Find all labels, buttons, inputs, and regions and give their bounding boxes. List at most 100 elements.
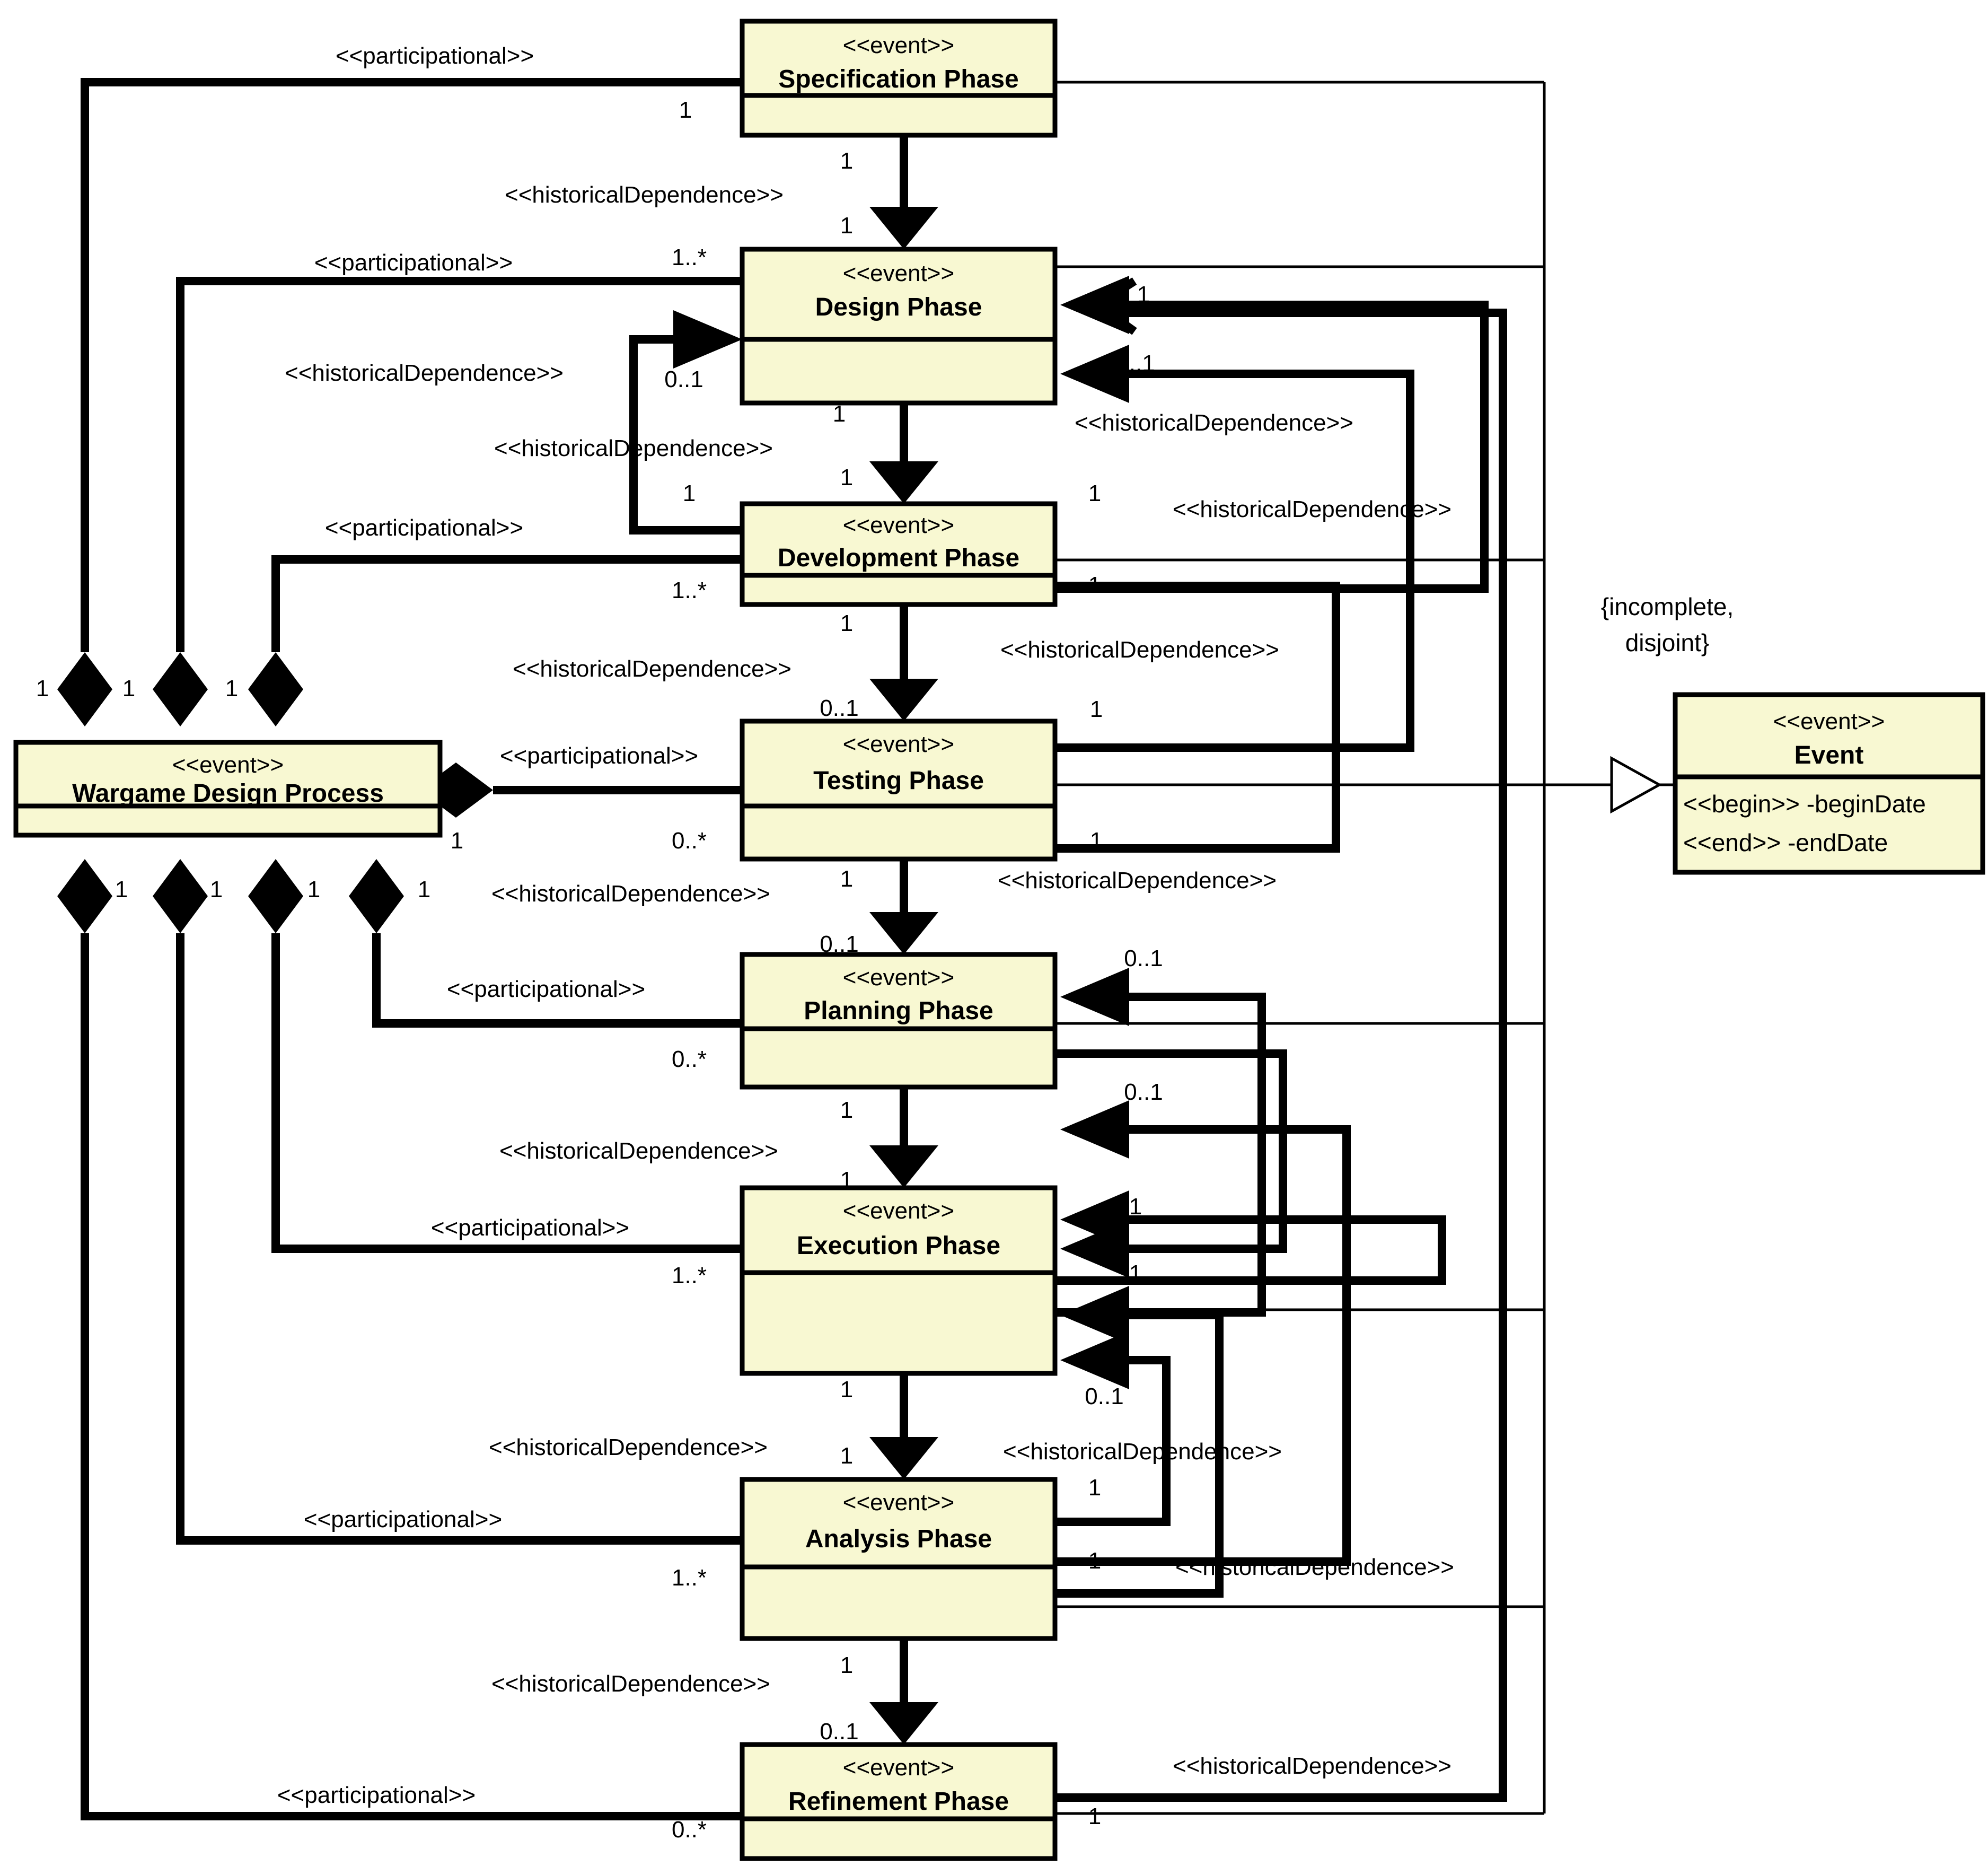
historical-dependence-label-8: <<historicalDependence>> [998,868,1277,893]
multiplicity-m26: 1 [840,1167,853,1193]
multiplicity-m6: 1 [1137,282,1150,308]
historical-dependence-label-0: <<historicalDependence>> [505,182,784,208]
multiplicity-m27: 1 [1129,1194,1142,1220]
participational-label-6: <<participational>> [304,1506,502,1532]
multiplicity-m20: 1 [840,866,853,892]
historical-dependence-label-11: <<historicalDependence>> [1003,1439,1282,1465]
multiplicity-m4: 1..* [672,244,707,270]
class-stereotype: <<event>> [843,731,954,757]
multiplicity-m43: 1 [115,877,128,903]
composition-diamond [57,652,112,726]
constraint-line-2: disjoint} [1625,629,1710,656]
class-stereotype: <<event>> [843,1198,954,1224]
class-stereotype: <<event>> [843,1755,954,1781]
class-stereotype: <<event>> [843,965,954,991]
historical-dependence-label-5: <<historicalDependence>> [513,656,791,682]
historical-dependence-label-9: <<historicalDependence>> [499,1138,778,1164]
composition-diamond [248,859,303,933]
multiplicity-m5: 0..1 [664,366,703,392]
sequential-dependence-arrows [869,135,938,1745]
historical-dependence-label-4: <<historicalDependence>> [1173,496,1452,522]
class-wargame-design-process[interactable]: <<event>> Wargame Design Process [13,740,443,838]
composition-diamond [349,859,404,933]
class-refinement-phase[interactable]: <<event>> Refinement Phase [740,1742,1058,1861]
class-planning-phase[interactable]: <<event>> Planning Phase [740,952,1058,1090]
historical-dependence-label-3: <<historicalDependence>> [1075,410,1353,436]
multiplicity-m24: 0..1 [1124,1079,1163,1105]
composition-diamond [248,652,303,726]
multiplicity-m41: 1 [122,676,135,702]
historical-dependence-label-14: <<historicalDependence>> [1173,1753,1452,1779]
historical-dependence-label-2: <<historicalDependence>> [494,435,773,461]
multiplicity-m28: 1..* [672,1263,707,1289]
multiplicity-labels: 1 1 1 1..* 0..1 1 0..1 1 1 1 1 1..* 1 1 0..1 1 1 0..* 1 1 0.… [36,97,1163,1843]
class-testing-phase[interactable]: <<event>> Testing Phase [740,719,1058,862]
historical-dependence-label-1: <<historicalDependence>> [285,360,564,386]
multiplicity-m7: 0..1 [1116,351,1155,376]
class-development-phase[interactable]: <<event>> Development Phase [740,501,1058,607]
multiplicity-m2: 1 [840,148,853,174]
multiplicity-m40: 1 [36,676,49,702]
multiplicity-m37: 0..1 [820,1719,858,1745]
multiplicity-m31: 0..1 [1085,1383,1123,1409]
multiplicity-m38: 1 [1088,1803,1101,1829]
multiplicity-m36: 1 [840,1652,853,1678]
composition-diamond [57,859,112,933]
multiplicity-m3: 1 [840,213,853,239]
multiplicity-m30: 1 [840,1377,853,1403]
multiplicity-m22: 0..1 [1124,945,1163,971]
historical-dependence-label-12: <<historicalDependence>> [1175,1554,1454,1580]
multiplicity-m18: 0..* [672,828,707,854]
class-analysis-phase[interactable]: <<event>> Analysis Phase [740,1477,1058,1641]
class-name: Analysis Phase [805,1525,992,1553]
generalization-arrowhead [1610,756,1662,814]
multiplicity-m12: 1..* [672,577,707,603]
class-name: Wargame Design Process [72,779,384,808]
class-name: Planning Phase [804,997,993,1025]
historical-dependence-label-10: <<historicalDependence>> [489,1434,768,1460]
participational-label-7: <<participational>> [277,1782,476,1808]
multiplicity-m11: 1 [1088,480,1101,506]
participational-associations [57,78,742,1820]
multiplicity-m34: 1..* [672,1565,707,1591]
historical-dependence-label-13: <<historicalDependence>> [491,1671,770,1697]
composition-diamond [153,859,208,933]
multiplicity-m29: 1 [1129,1260,1142,1286]
historical-dependence-label-7: <<historicalDependence>> [491,881,770,907]
class-name: Testing Phase [813,767,984,795]
class-attribute-end: <<end>> -endDate [1683,829,1888,856]
participational-labels: <<participational>> <<participational>> <<… [277,43,698,1808]
class-specification-phase[interactable]: <<event>> Specification Phase [740,19,1058,138]
class-stereotype: <<event>> [843,1490,954,1515]
class-execution-phase[interactable]: <<event>> Execution Phase [740,1185,1058,1376]
multiplicity-m14: 1 [840,610,853,636]
class-attribute-begin: <<begin>> -beginDate [1683,790,1926,818]
multiplicity-m13: 1 [1088,572,1101,598]
participational-label-3: <<participational>> [500,743,698,769]
constraint-line-1: {incomplete, [1601,593,1734,620]
multiplicity-m44: 1 [210,877,223,903]
multiplicity-m19: 1 [1090,828,1103,854]
multiplicity-m16: 1 [1090,696,1103,722]
historical-dependence-label-6: <<historicalDependence>> [1000,637,1279,663]
participational-label-1: <<participational>> [314,250,513,276]
multiplicity-m42: 1 [225,676,238,702]
multiplicity-m10: 1 [840,465,853,490]
class-event[interactable]: <<event>> Event <<begin>> -beginDate <<e… [1673,692,1985,875]
class-name: Development Phase [778,544,1019,572]
class-name: Execution Phase [797,1232,1000,1260]
participational-label-2: <<participational>> [325,515,523,541]
class-name: Specification Phase [778,65,1019,93]
class-design-phase[interactable]: <<event>> Design Phase [740,247,1058,406]
class-stereotype: <<event>> [843,512,954,538]
multiplicity-m23: 0..* [672,1046,707,1072]
multiplicity-m32: 1 [840,1443,853,1469]
multiplicity-m1: 1 [679,97,692,123]
constraint-note: {incomplete, disjoint} [1601,593,1734,656]
generalization-tree [1055,81,1675,1815]
multiplicity-m8: 1 [833,401,846,427]
participational-label-5: <<participational>> [431,1215,629,1241]
participational-label-0: <<participational>> [336,43,534,69]
